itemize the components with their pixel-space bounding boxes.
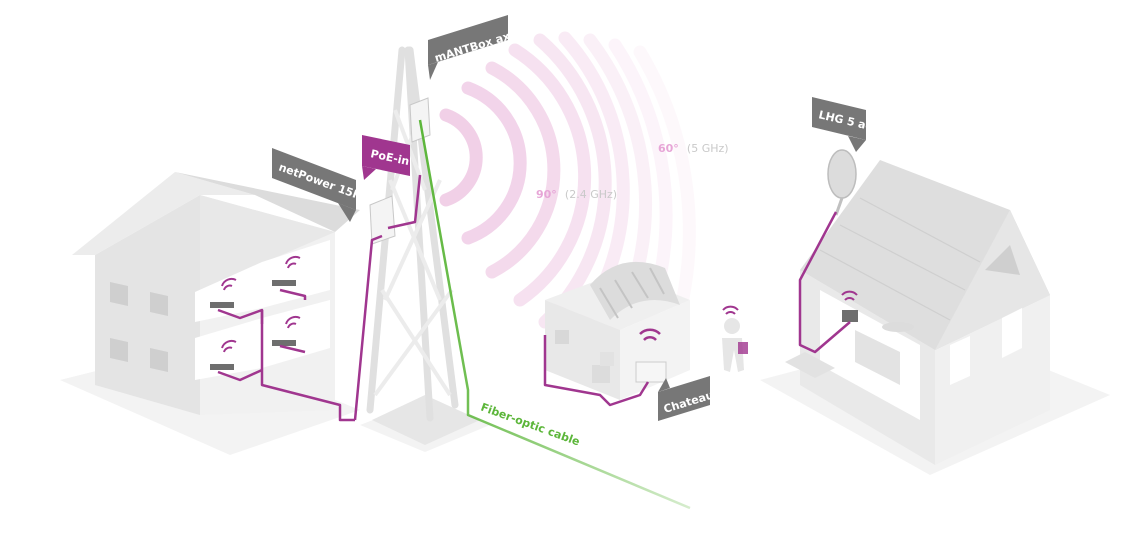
tag-lhg: LHG 5 ac	[812, 97, 873, 152]
frequency-60-band: (5 GHz)	[687, 142, 729, 155]
tag-poe-in: PoE-in	[362, 135, 411, 180]
frequency-90-angle: 90°	[536, 188, 557, 201]
svg-text:60° (5 GHz): 60° (5 GHz)	[658, 137, 729, 156]
frequency-60-angle: 60°	[658, 142, 679, 155]
ethernet-cabling	[217, 174, 851, 422]
frequency-90: 90° (2.4 GHz)	[536, 183, 617, 202]
market-stall	[545, 261, 690, 400]
frequency-60: 60° (5 GHz)	[658, 137, 729, 156]
tower	[366, 46, 480, 445]
apartment-building	[72, 172, 360, 415]
house	[785, 149, 1050, 465]
frequency-90-band: (2.4 GHz)	[565, 188, 617, 201]
fiber-optic-cable	[418, 119, 691, 510]
person	[722, 305, 748, 372]
tag-chateau: Chateau	[658, 376, 715, 421]
svg-text:90° (2.4 GHz): 90° (2.4 GHz)	[536, 183, 617, 202]
